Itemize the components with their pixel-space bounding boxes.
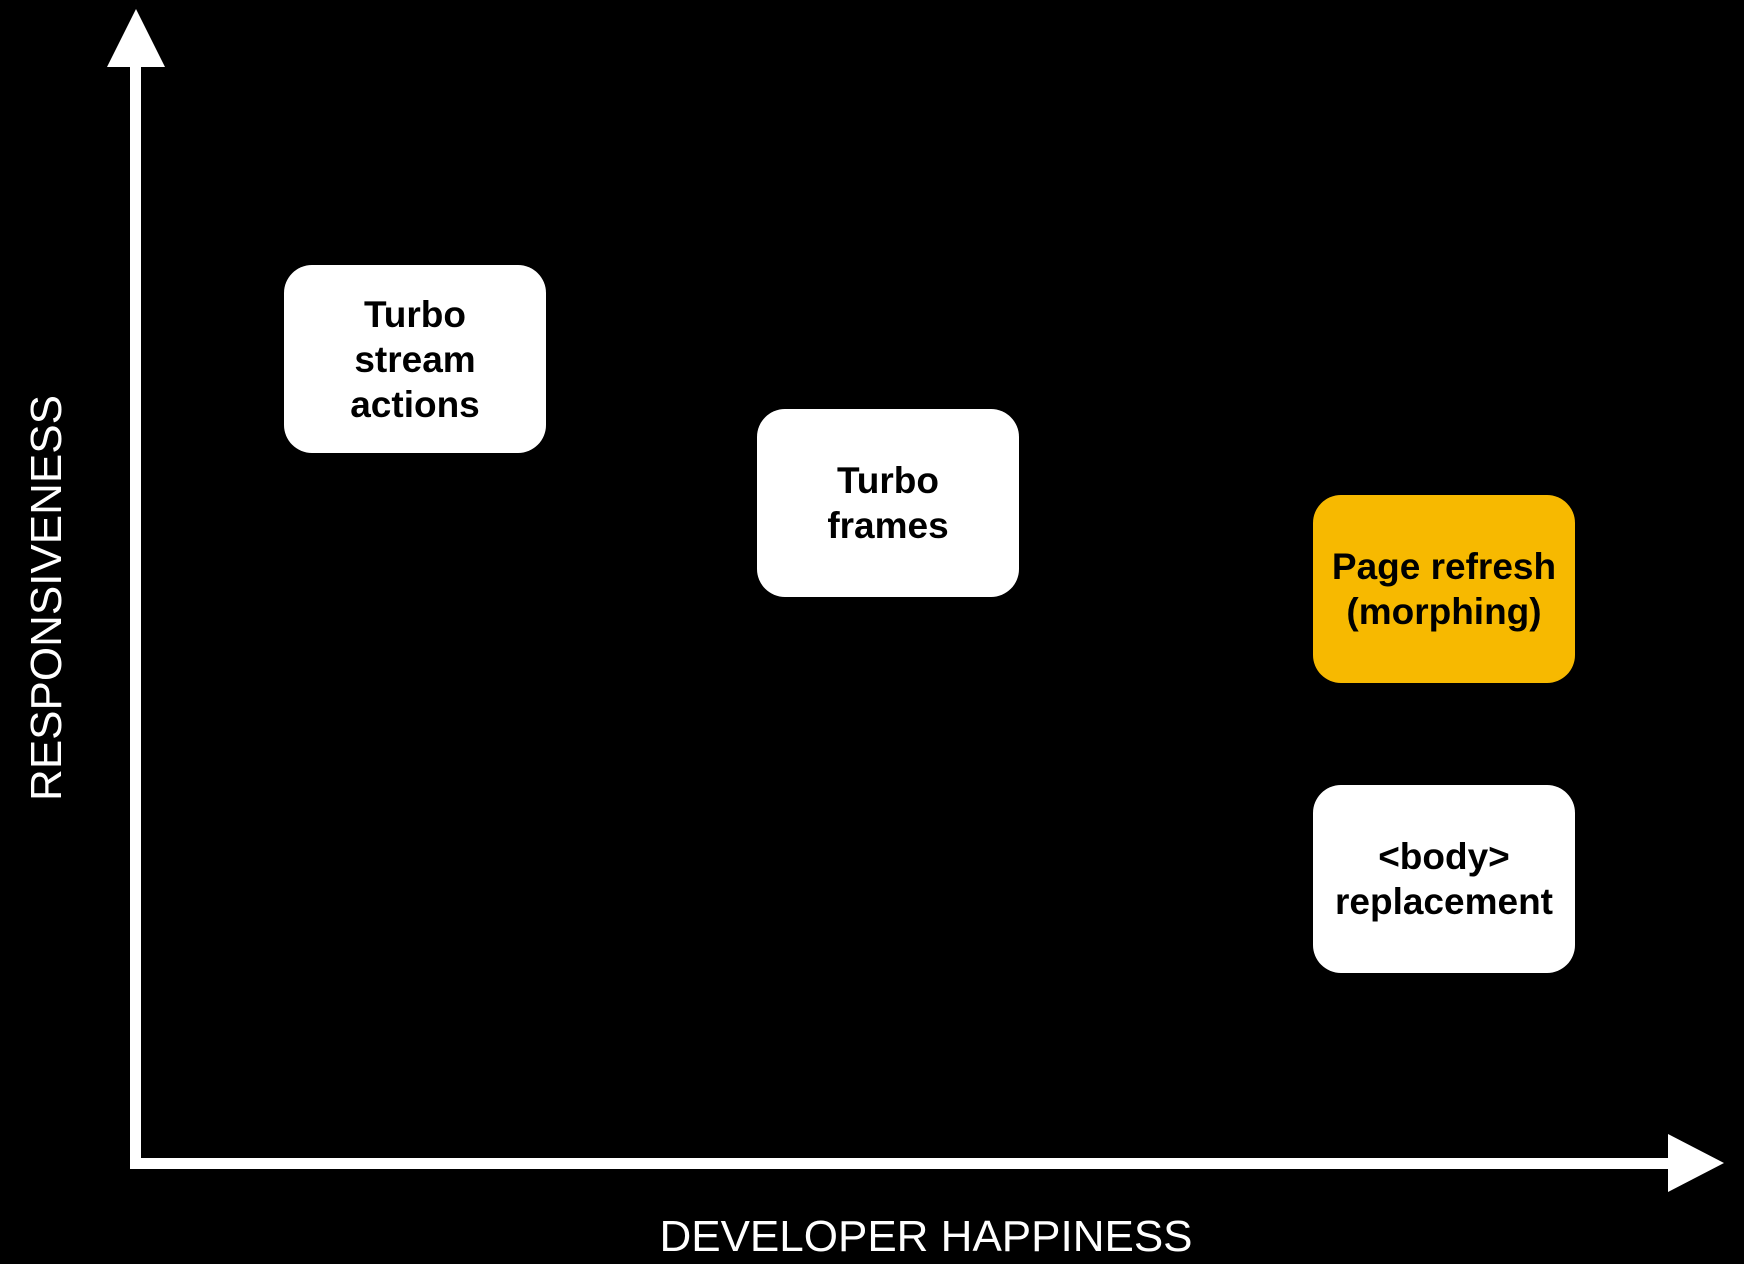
y-axis-arrowhead-icon [107, 9, 165, 67]
x-axis-label: DEVELOPER HAPPINESS [659, 1212, 1193, 1261]
x-axis-line [130, 1158, 1675, 1169]
box-turbo-stream-actions: Turbo stream actions [284, 265, 546, 453]
x-axis-arrowhead-icon [1668, 1134, 1724, 1192]
box-page-refresh-morphing: Page refresh (morphing) [1313, 495, 1575, 683]
box-body-replacement: <body> replacement [1313, 785, 1575, 973]
y-axis-label: RESPONSIVENESS [22, 395, 71, 801]
box-turbo-frames: Turbo frames [757, 409, 1019, 597]
y-axis-line [130, 62, 141, 1169]
